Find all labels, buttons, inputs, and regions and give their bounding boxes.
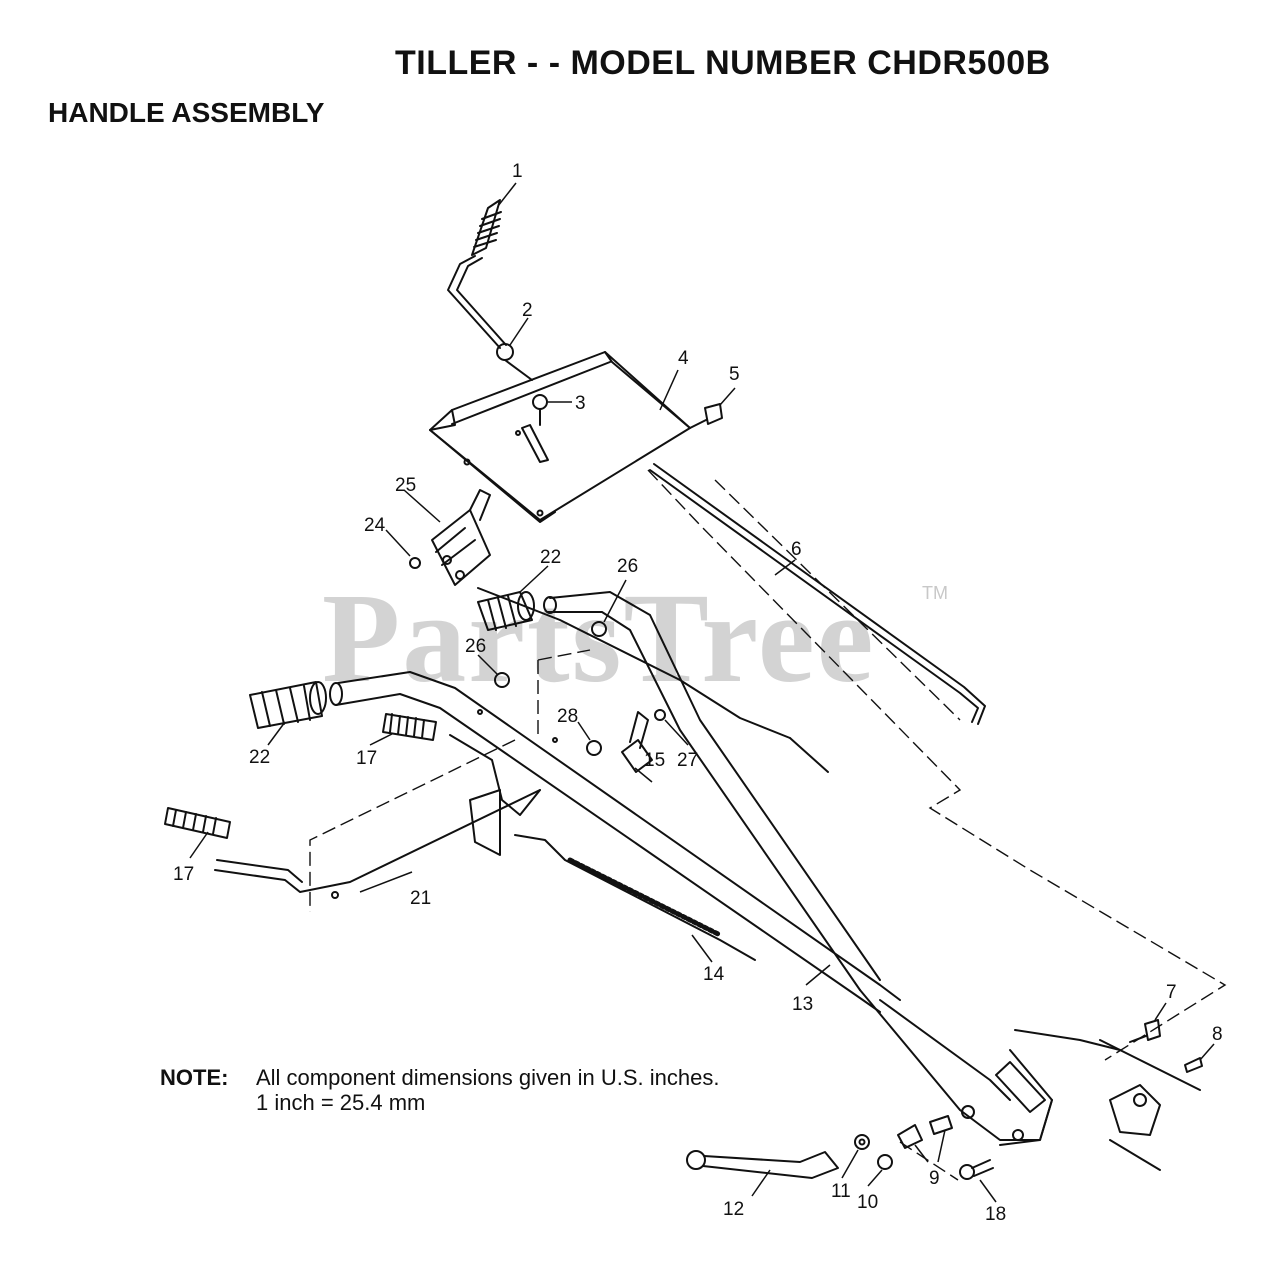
part-28-nut xyxy=(586,740,602,756)
callout-22-upper: 22 xyxy=(540,547,561,568)
part-1-lever-grip xyxy=(447,199,507,349)
cable-end xyxy=(789,737,829,773)
part-3-screw xyxy=(532,394,548,426)
callout-6: 6 xyxy=(791,539,802,560)
part-27-washer xyxy=(654,709,666,721)
callout-18: 18 xyxy=(985,1204,1006,1225)
note-line-1: All component dimensions given in U.S. i… xyxy=(256,1065,720,1090)
callout-1: 1 xyxy=(512,161,523,182)
part-8-pin xyxy=(1184,1057,1203,1073)
upper-cable xyxy=(477,587,791,739)
callout-labels: 1 2 3 4 5 6 7 8 9 10 11 12 13 14 15 17 1… xyxy=(173,161,1223,1225)
part-14-cable xyxy=(514,834,756,961)
part-17-spring-upper xyxy=(382,713,437,741)
callout-26-upper: 26 xyxy=(617,556,638,577)
callout-4: 4 xyxy=(678,348,689,369)
part-22-lower-grip xyxy=(249,681,327,729)
transmission-mount xyxy=(1099,1039,1201,1171)
callout-9: 9 xyxy=(929,1168,940,1189)
callout-7: 7 xyxy=(1166,982,1177,1003)
part-11-washer xyxy=(854,1134,870,1150)
part-25-lever-assembly xyxy=(431,489,491,586)
callout-10: 10 xyxy=(857,1192,878,1213)
callout-13: 13 xyxy=(792,994,813,1015)
page-title: TILLER - - MODEL NUMBER CHDR500B xyxy=(395,44,1051,82)
part-17-spring-lower xyxy=(164,807,231,839)
dashed-guide-lines xyxy=(309,469,1227,1181)
part-13-handle-base xyxy=(859,989,1121,1146)
part-6-control-rod xyxy=(649,463,986,725)
upper-handle-bar xyxy=(543,591,881,991)
part-22-upper-grip xyxy=(477,591,535,631)
part-12-lever xyxy=(686,1150,839,1179)
callout-26-lower: 26 xyxy=(465,636,486,657)
callout-25: 25 xyxy=(395,475,416,496)
callout-27: 27 xyxy=(677,750,698,771)
part-5-bolt xyxy=(689,403,723,429)
callout-14: 14 xyxy=(703,964,725,985)
callout-21: 21 xyxy=(410,888,431,909)
part-10-nut xyxy=(877,1154,893,1170)
trademark-mark: TM xyxy=(922,583,948,603)
callout-24: 24 xyxy=(364,515,386,536)
leader-lines xyxy=(189,182,1215,1203)
note-label: NOTE: xyxy=(160,1065,229,1090)
part-24-nut xyxy=(409,557,421,569)
callout-11: 11 xyxy=(831,1181,851,1202)
part-2-nut xyxy=(496,343,533,381)
callout-2: 2 xyxy=(522,300,533,321)
part-21-clutch-lever xyxy=(214,734,541,899)
callout-17-lower: 17 xyxy=(173,864,194,885)
note-line-2: 1 inch = 25.4 mm xyxy=(256,1090,426,1115)
callout-12: 12 xyxy=(723,1199,744,1220)
callout-22-lower: 22 xyxy=(249,747,270,768)
lower-handle-bar xyxy=(329,671,901,1013)
callout-8: 8 xyxy=(1212,1024,1223,1045)
dimension-note: NOTE: All component dimensions given in U… xyxy=(160,1065,719,1115)
part-26-nut-upper xyxy=(591,621,607,637)
section-title: HANDLE ASSEMBLY xyxy=(48,97,325,128)
part-4-control-panel xyxy=(429,351,691,523)
callout-5: 5 xyxy=(729,364,740,385)
part-26-nut-lower xyxy=(494,672,510,688)
callout-15: 15 xyxy=(644,750,665,771)
part-15-bracket xyxy=(621,711,653,773)
part-18-bolt xyxy=(959,1159,994,1180)
callout-17-upper: 17 xyxy=(356,748,377,769)
callout-28: 28 xyxy=(557,706,578,727)
part-7-bolt xyxy=(1129,1019,1161,1043)
callout-3: 3 xyxy=(575,393,586,414)
